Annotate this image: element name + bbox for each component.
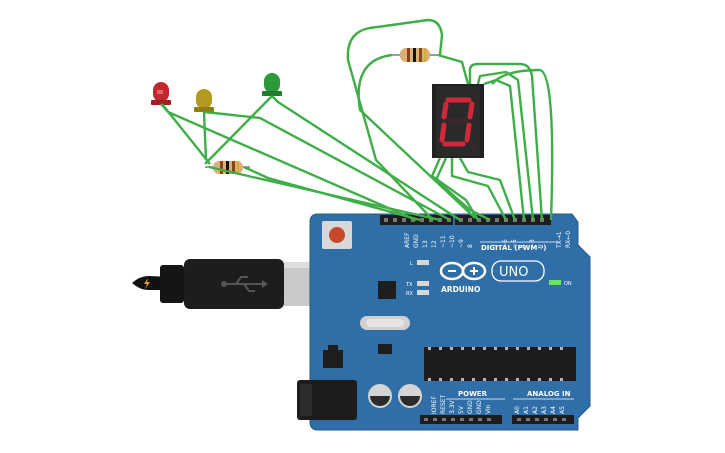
svg-text:3.3V: 3.3V	[449, 399, 456, 414]
svg-text:IOREF: IOREF	[431, 396, 438, 414]
wire-yellow-led-2	[204, 110, 451, 222]
pin-label: ~6	[502, 239, 509, 248]
pin-label: 2	[538, 244, 545, 248]
digital-header-label: DIGITAL (PWM~)	[481, 244, 546, 252]
wire-green-led-2	[271, 95, 461, 222]
analog-header-label: ANALOG IN	[527, 390, 571, 398]
wire-green-led	[204, 95, 273, 165]
pin-label: 13	[422, 240, 429, 248]
top-pin-labels: AREF GND 13 12 ~11 ~10 ~9 8 7 ~6 ~5 4 ~3…	[404, 231, 572, 249]
status-leds: L TX RX ON	[405, 260, 572, 297]
analog-pin-labels: A0 A1 A2 A3 A4 A5	[514, 406, 566, 414]
lightning-icon	[144, 278, 150, 289]
model-label: UNO	[499, 265, 528, 280]
pin-label: 7	[493, 244, 500, 248]
pin-label: RX←0	[565, 231, 572, 248]
on-label: ON	[564, 281, 572, 287]
svg-text:RX: RX	[406, 291, 413, 297]
wire-resistor-gnd-2	[208, 165, 441, 222]
svg-text:A4: A4	[550, 406, 557, 414]
arduino-logo: ARDUINO UNO	[439, 260, 545, 294]
wire-seg-c	[483, 78, 526, 221]
reset-button[interactable]	[322, 221, 352, 249]
svg-text:GND: GND	[467, 400, 474, 414]
svg-text:A0: A0	[514, 406, 521, 414]
red-led[interactable]	[151, 82, 171, 105]
wire-red-led-cathode	[161, 103, 211, 165]
yellow-led[interactable]	[194, 89, 214, 112]
svg-text:A2: A2	[532, 406, 539, 414]
wire-top-loop	[346, 18, 444, 221]
svg-text:GND: GND	[476, 400, 483, 414]
wires[interactable]	[160, 18, 554, 222]
wire-seg-d	[491, 68, 554, 221]
voltage-regulator	[323, 345, 343, 368]
wire-seg-g	[458, 157, 517, 221]
pin-label: AREF	[404, 232, 411, 248]
resistor-top[interactable]	[392, 48, 438, 62]
svg-text:5V: 5V	[458, 405, 465, 414]
svg-text:L: L	[410, 261, 413, 267]
svg-text:TX: TX	[405, 282, 413, 288]
usb-icon	[221, 276, 268, 292]
wire-resistor-right	[437, 53, 470, 85]
power-pin-labels: IOREF RESET 3.3V 5V GND GND Vin	[431, 394, 492, 414]
power-header-label: POWER	[458, 390, 488, 398]
pin-label: 4	[520, 244, 527, 248]
pin-label: 8	[467, 244, 474, 248]
crystal-oscillator	[360, 316, 410, 330]
wire-seg-b	[476, 70, 535, 221]
segment-digit-zero	[439, 97, 475, 147]
svg-text:Vin: Vin	[485, 404, 492, 414]
pin-label: ~5	[511, 239, 518, 248]
power-header	[420, 415, 502, 424]
wire-resistor-gnd	[243, 165, 421, 222]
svg-text:RESET: RESET	[440, 394, 447, 414]
capacitor-2	[398, 384, 422, 408]
pin-label: ~10	[449, 235, 456, 248]
arduino-uno-board[interactable]: AREF GND 13 12 ~11 ~10 ~9 8 7 ~6 ~5 4 ~3…	[297, 213, 591, 431]
pin-label: ~11	[440, 235, 447, 248]
green-led[interactable]	[262, 73, 282, 96]
svg-text:A3: A3	[541, 406, 548, 414]
wire-seg-f	[450, 158, 508, 221]
pin-label: 12	[431, 240, 438, 248]
wire-seg-dp	[434, 157, 491, 222]
pin-label: ~9	[458, 239, 465, 248]
seven-segment-display[interactable]	[432, 84, 484, 158]
brand-label: ARDUINO	[441, 285, 480, 294]
svg-text:A1: A1	[523, 406, 530, 414]
power-jack[interactable]	[297, 380, 357, 420]
svg-text:A5: A5	[559, 406, 566, 414]
capacitor-1	[368, 384, 392, 408]
analog-header	[512, 415, 574, 424]
wire-yellow-led	[202, 111, 208, 161]
atmega-chip	[424, 347, 576, 381]
pin-label: TX→1	[556, 231, 563, 249]
wire-resistor-to-display	[357, 53, 476, 219]
small-chip	[378, 344, 392, 354]
pin-label: ~3	[529, 239, 536, 248]
usb-controller-chip	[378, 281, 396, 299]
pin-label: GND	[413, 234, 420, 248]
